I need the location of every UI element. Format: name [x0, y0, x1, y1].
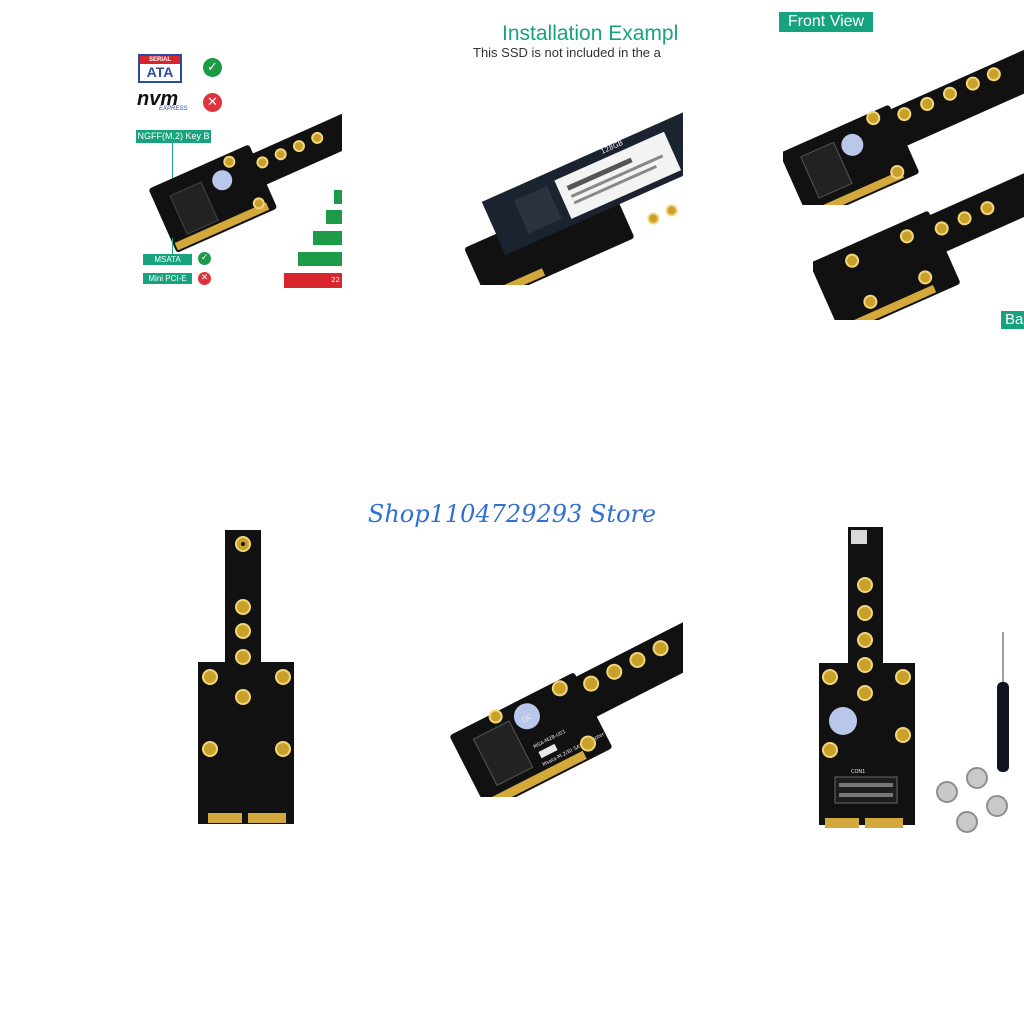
qc-text: QC	[521, 712, 534, 724]
store-watermark: Shop1104729293 Store	[367, 500, 657, 528]
sata-logo: SERIAL ATA	[138, 54, 182, 83]
board-back-image	[198, 530, 294, 824]
mini-pcie-label: Mini PCI-E	[143, 273, 192, 284]
nvme-logo-main: nvm	[137, 88, 179, 110]
ngff-key-b-label: NGFF(M.2) Key B	[136, 130, 211, 143]
back-board-image	[813, 160, 1024, 320]
con-label-text: CON1	[851, 769, 865, 775]
installation-heading: Installation Exampl	[502, 22, 679, 45]
panel-front-back-view: Front View Ba	[683, 0, 1024, 342]
panel-board-angled: QC MSA-M2B-U01 Msata-M.2(B) SATA Adapter	[342, 342, 683, 1024]
panel-installation-example: Installation Exampl This SSD is not incl…	[342, 0, 683, 342]
cross-icon: ✕	[203, 93, 222, 112]
back-view-tag: Ba	[1001, 311, 1024, 329]
screwdriver-icon	[997, 632, 1009, 772]
installation-photo: 128GB	[465, 112, 683, 285]
length-bar-1	[334, 190, 342, 204]
nvme-logo-sub: EXPRESS	[159, 106, 188, 112]
length-bar-5-label: 22	[331, 276, 340, 284]
length-bar-2	[326, 210, 342, 224]
ngff-pointer-line	[172, 143, 173, 188]
panel-board-back	[0, 342, 342, 1024]
length-bar-5: 22	[284, 273, 342, 288]
check-icon: ✓	[203, 58, 222, 77]
screws-icon	[936, 767, 1008, 833]
nvme-logo: nvm EXPRESS	[137, 88, 197, 116]
installation-subheading: This SSD is not included in the a	[473, 45, 661, 60]
front-board-image	[783, 43, 1024, 205]
front-view-tag: Front View	[779, 12, 873, 32]
board-angled-image: QC MSA-M2B-U01 Msata-M.2(B) SATA Adapter	[450, 608, 683, 797]
length-bar-3	[313, 231, 342, 245]
check-icon: ✓	[198, 252, 211, 265]
sata-logo-top: SERIAL	[140, 56, 180, 64]
panel-board-accessories: CON1	[683, 342, 1024, 1024]
sata-logo-main: ATA	[146, 64, 174, 80]
msata-label: MSATA	[143, 254, 192, 265]
length-bar-4	[298, 252, 342, 266]
msata-pointer-line	[172, 238, 173, 254]
cross-icon: ✕	[198, 272, 211, 285]
adapter-board-image	[149, 110, 342, 253]
board-front-image: CON1	[819, 527, 915, 828]
panel-compatibility: SERIAL ATA ✓ nvm EXPRESS ✕ NGFF(M.2) Key…	[0, 0, 342, 342]
